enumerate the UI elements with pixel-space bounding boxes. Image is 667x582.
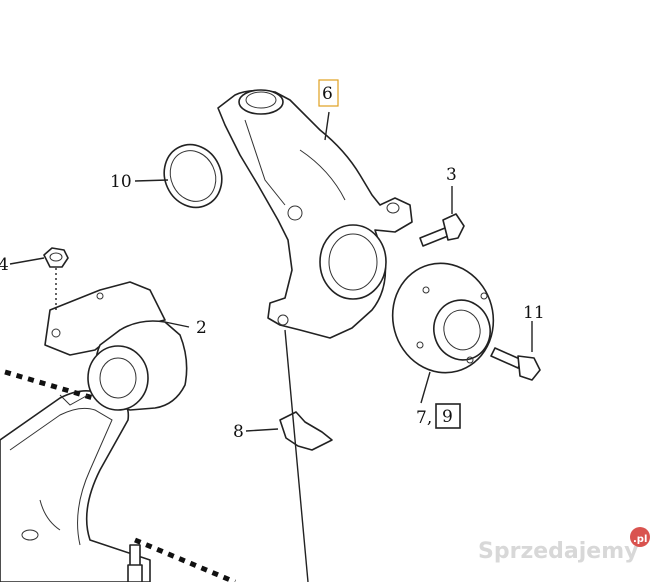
label-6: 6	[322, 84, 333, 104]
box-9	[435, 403, 461, 429]
label-11: 11	[523, 303, 545, 323]
leader-lines	[9, 111, 533, 582]
steering-knuckle	[217, 89, 413, 339]
watermark-text: Sprzedajemy	[478, 539, 639, 564]
seal-ring	[163, 143, 223, 209]
control-arm	[0, 369, 236, 582]
label-7: 7,	[416, 408, 432, 428]
watermark: Sprzedajemy .pl	[478, 527, 650, 564]
bolt-3	[419, 213, 465, 247]
wheel-hub	[391, 262, 495, 374]
highlight-box-6	[318, 79, 339, 107]
label-9: 9	[442, 407, 453, 427]
bracket-bush	[44, 281, 188, 411]
label-8: 8	[233, 422, 244, 442]
label-3: 3	[446, 165, 457, 185]
label-4: 4	[0, 255, 9, 275]
clip-8	[279, 411, 333, 451]
bolt-11	[490, 347, 541, 381]
nut-4	[43, 247, 69, 312]
label-2: 2	[196, 318, 207, 338]
watermark-suffix: .pl	[633, 534, 647, 545]
label-10: 10	[110, 172, 132, 192]
watermark-dot-icon	[630, 527, 650, 547]
